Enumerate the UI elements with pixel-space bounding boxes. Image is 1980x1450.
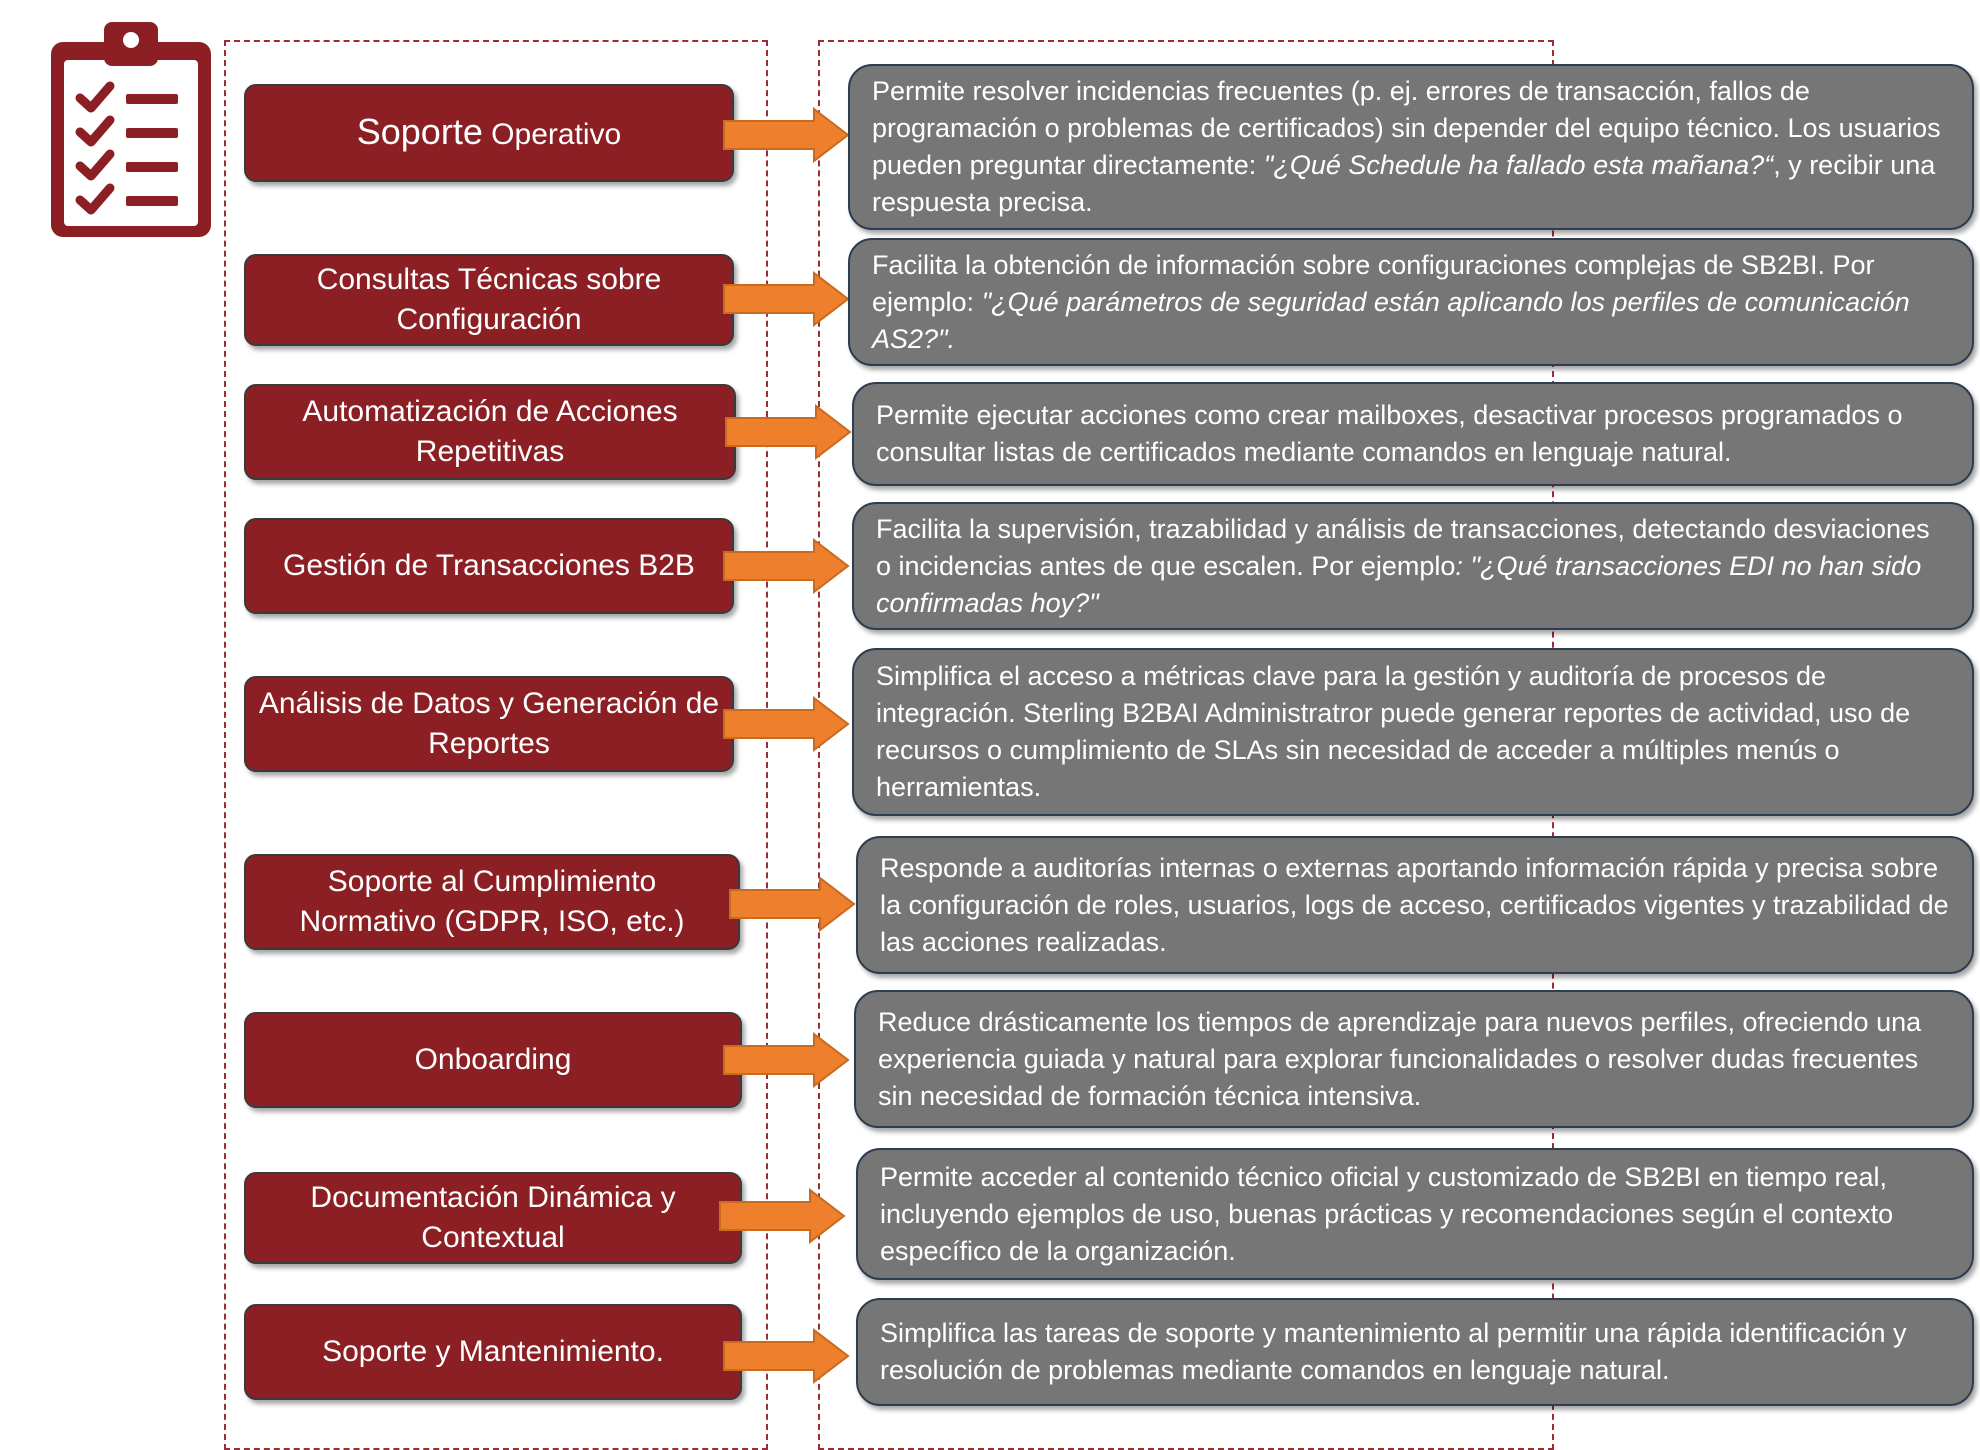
category-gestion-transacciones: Gestión de Transacciones B2B <box>244 518 734 614</box>
description-box: Facilita la supervisión, trazabilidad y … <box>852 502 1974 630</box>
description-box: Responde a auditorías internas o externa… <box>856 836 1974 974</box>
description-box: Reduce drásticamente los tiempos de apre… <box>854 990 1974 1128</box>
description-box: Simplifica las tareas de soporte y mante… <box>856 1298 1974 1406</box>
categories-frame <box>224 40 768 1450</box>
description-box: Permite acceder al contenido técnico ofi… <box>856 1148 1974 1280</box>
arrow-right-icon <box>719 1188 846 1244</box>
category-documentacion: Documentación Dinámica y Contextual <box>244 1172 742 1264</box>
description-box: Permite ejecutar acciones como crear mai… <box>852 382 1974 486</box>
arrow-right-icon <box>729 876 856 932</box>
arrow-right-icon <box>723 107 850 163</box>
category-consultas-tecnicas: Consultas Técnicas sobre Configuración <box>244 254 734 346</box>
clipboard-checklist-icon <box>51 22 211 237</box>
arrow-right-icon <box>723 271 850 327</box>
category-automatizacion: Automatización de Acciones Repetitivas <box>244 384 736 480</box>
category-analisis-datos: Análisis de Datos y Generación de Report… <box>244 676 734 772</box>
arrow-right-icon <box>723 696 850 752</box>
arrow-right-icon <box>723 538 850 594</box>
arrow-right-icon <box>725 404 852 460</box>
description-box: Permite resolver incidencias frecuentes … <box>848 64 1974 230</box>
category-soporte-operativo: Soporte Operativo <box>244 84 734 182</box>
arrow-right-icon <box>723 1328 850 1384</box>
category-onboarding: Onboarding <box>244 1012 742 1108</box>
description-box: Facilita la obtención de información sob… <box>848 238 1974 366</box>
arrow-right-icon <box>723 1032 850 1088</box>
description-box: Simplifica el acceso a métricas clave pa… <box>852 648 1974 816</box>
category-cumplimiento-normativo: Soporte al Cumplimiento Normativo (GDPR,… <box>244 854 740 950</box>
category-soporte-mantenimiento: Soporte y Mantenimiento. <box>244 1304 742 1400</box>
